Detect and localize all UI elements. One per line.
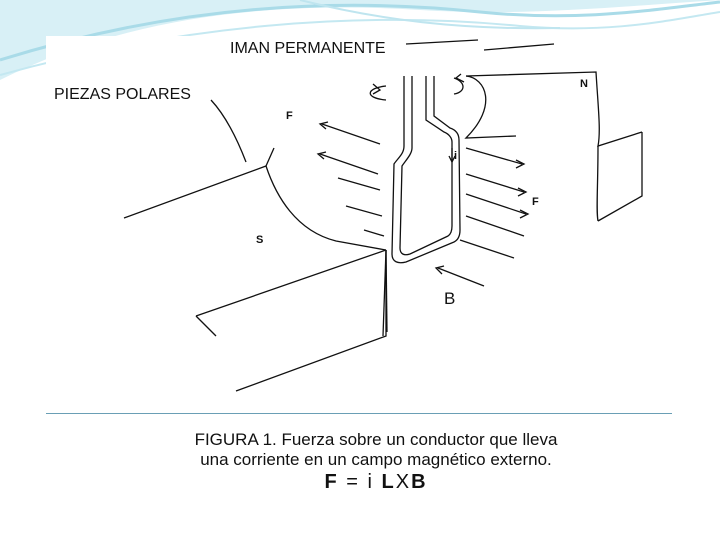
label-force-left: F (286, 110, 293, 122)
force-arrows-left (319, 123, 385, 237)
rotation-arrow (369, 77, 464, 101)
label-south: S (256, 234, 264, 246)
label-pole-pieces: PIEZAS POLARES (54, 86, 191, 103)
formula-length: L (381, 471, 396, 493)
conductor-loop (391, 76, 461, 264)
south-pole-piece (123, 165, 387, 251)
figure-diagram: IMAN PERMANENTE PIEZAS POLARES N S F F i… (46, 36, 672, 412)
magnet-conductor-drawing (123, 39, 643, 392)
formula-equals-current: = i (338, 471, 382, 493)
formula-force: F (324, 471, 339, 493)
force-arrows-right (459, 147, 527, 259)
formula-field: B (411, 471, 428, 493)
label-force-right: F (532, 196, 539, 208)
field-arrow (437, 267, 485, 287)
caption-formula: F = i LXB (0, 472, 720, 492)
formula-cross: X (395, 471, 412, 493)
label-north: N (580, 78, 588, 90)
caption-divider (46, 413, 672, 414)
label-permanent-magnet: IMAN PERMANENTE (230, 40, 386, 57)
caption-line-2: una corriente en un campo magnético exte… (200, 450, 552, 469)
caption-line-1: FIGURA 1. Fuerza sobre un conductor que … (194, 430, 558, 449)
label-current: i (454, 150, 458, 162)
label-field: B (444, 289, 456, 308)
north-pole-piece (465, 71, 643, 147)
figure-caption: FIGURA 1. Fuerza sobre un conductor que … (0, 430, 720, 492)
